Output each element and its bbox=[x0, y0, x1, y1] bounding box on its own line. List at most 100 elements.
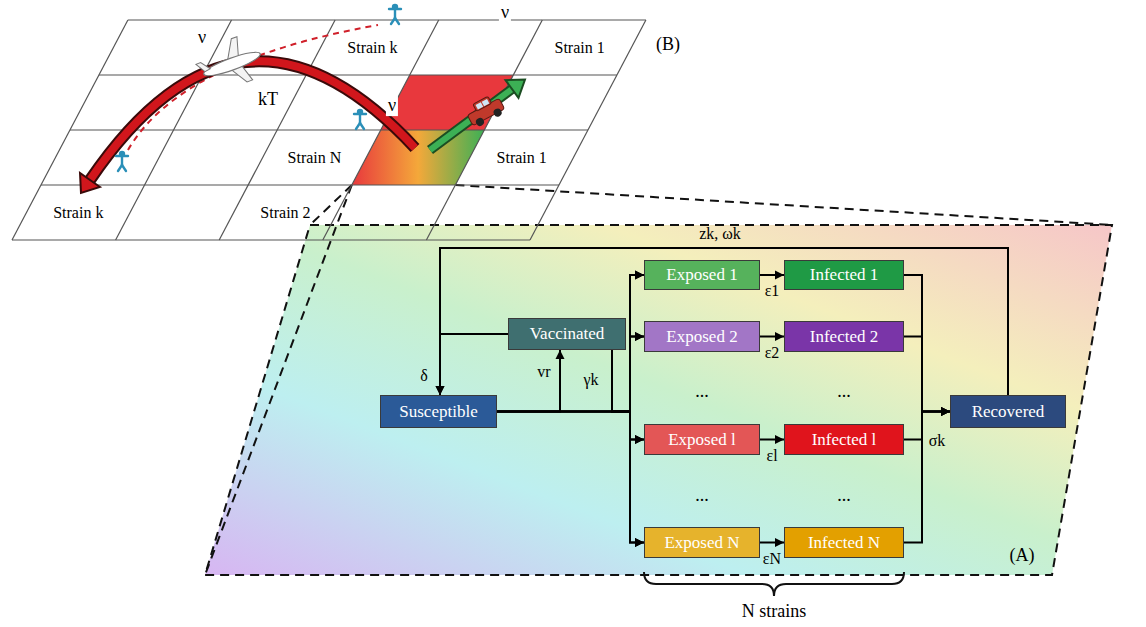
flight-arrow bbox=[90, 61, 415, 180]
map-grid bbox=[219, 20, 335, 240]
flow-connector bbox=[497, 350, 560, 412]
flow-connector bbox=[497, 275, 644, 412]
road-arrow bbox=[430, 80, 525, 151]
rate-label: δ bbox=[420, 367, 428, 385]
car bbox=[492, 107, 503, 118]
panel-letter: (B) bbox=[654, 35, 682, 55]
strain-cell: Strain 1 bbox=[513, 20, 646, 75]
zoom-region bbox=[205, 225, 1112, 575]
flow-connector bbox=[497, 412, 644, 543]
map-grid bbox=[12, 239, 530, 240]
strain-cell: Strain N bbox=[248, 130, 381, 185]
cell-shape bbox=[219, 185, 352, 240]
arrow-head bbox=[635, 271, 644, 280]
car bbox=[467, 98, 504, 125]
person-icon bbox=[116, 155, 128, 157]
zoom-leader bbox=[310, 185, 352, 225]
box-label: Vaccinated bbox=[530, 324, 605, 344]
flight-arrow bbox=[90, 61, 415, 180]
cell-shape bbox=[306, 20, 439, 75]
person-icon bbox=[395, 18, 399, 24]
strain-cell: Strain k bbox=[12, 185, 145, 240]
zoom-leader bbox=[455, 185, 1112, 225]
cell-label: Strain 1 bbox=[555, 39, 605, 57]
person-icon bbox=[389, 4, 401, 24]
cell-shape bbox=[513, 20, 646, 75]
rate-label: ε1 bbox=[765, 282, 780, 300]
flight-arrow bbox=[80, 173, 100, 193]
road-arrow bbox=[430, 89, 512, 150]
rate-label: σk bbox=[929, 432, 946, 450]
brace-label: N strains bbox=[742, 602, 807, 622]
box-label: Exposed 1 bbox=[666, 265, 737, 285]
compartment-box: Exposed 2 bbox=[644, 321, 760, 352]
compartment-box: Exposed 1 bbox=[644, 260, 760, 290]
arrow-head bbox=[775, 538, 784, 547]
arrow-head bbox=[556, 350, 565, 359]
ellipsis: ... bbox=[837, 486, 851, 506]
car bbox=[482, 99, 490, 106]
panel-letter: (A) bbox=[1010, 546, 1035, 566]
strain-brace bbox=[644, 572, 904, 596]
person-icon bbox=[389, 8, 401, 10]
map-grid bbox=[128, 19, 646, 20]
arrow-head bbox=[635, 271, 644, 280]
arrow-head bbox=[941, 407, 950, 416]
car bbox=[475, 117, 486, 128]
cell-shape bbox=[248, 130, 381, 185]
person-icon bbox=[354, 113, 366, 115]
flow-connector bbox=[612, 334, 644, 543]
person-icon bbox=[116, 151, 128, 171]
person-icon bbox=[116, 4, 401, 171]
box-label: Exposed 2 bbox=[666, 327, 737, 347]
map-grid bbox=[426, 20, 542, 240]
strain-brace bbox=[644, 572, 904, 596]
person-icon bbox=[394, 10, 396, 18]
rate-symbol: ν bbox=[499, 3, 511, 23]
box-label: Susceptible bbox=[399, 402, 477, 422]
map-grid bbox=[12, 20, 128, 240]
arrow-head bbox=[635, 435, 644, 444]
time-label: kT bbox=[256, 90, 280, 110]
box-label: Recovered bbox=[972, 402, 1045, 422]
cell-shape bbox=[12, 185, 145, 240]
arrow-head bbox=[635, 538, 644, 547]
arrow-head bbox=[635, 332, 644, 341]
flow-connector bbox=[904, 412, 950, 543]
compartment-box: Susceptible bbox=[380, 395, 497, 428]
arrow-head bbox=[635, 435, 644, 444]
cell-shape bbox=[455, 130, 588, 185]
rate-symbol: ν bbox=[196, 28, 208, 48]
cell-label: Strain 2 bbox=[260, 204, 310, 222]
cell-label: Strain N bbox=[288, 149, 342, 167]
compartment-box: Infected l bbox=[784, 424, 904, 455]
box-label: Exposed N bbox=[664, 533, 739, 553]
strain-cell: Strain 2 bbox=[219, 185, 352, 240]
flight-arrow bbox=[80, 61, 415, 193]
rate-label: vr bbox=[537, 363, 550, 381]
map-grid bbox=[530, 20, 646, 240]
rate-symbol: ν bbox=[386, 96, 398, 116]
compartment-box: Infected N bbox=[784, 527, 904, 558]
zoom-leader bbox=[205, 185, 1112, 575]
airplane bbox=[196, 60, 211, 74]
box-label: Infected N bbox=[808, 533, 880, 553]
airplane bbox=[202, 48, 262, 80]
person-icon bbox=[360, 123, 364, 129]
ellipsis: ... bbox=[837, 382, 851, 402]
map-grid bbox=[99, 74, 617, 75]
flow-connector bbox=[904, 337, 950, 412]
map-grid bbox=[70, 129, 588, 130]
map-cell bbox=[352, 130, 485, 185]
map-grid bbox=[323, 20, 439, 240]
arrow-head bbox=[941, 407, 950, 416]
cell-label: Strain k bbox=[347, 39, 397, 57]
arrow-head bbox=[775, 332, 784, 341]
cell-label: Strain 1 bbox=[497, 149, 547, 167]
car bbox=[473, 96, 492, 111]
arrow-head bbox=[775, 271, 784, 280]
arrow-head bbox=[436, 386, 445, 395]
flow-connector bbox=[440, 334, 508, 395]
